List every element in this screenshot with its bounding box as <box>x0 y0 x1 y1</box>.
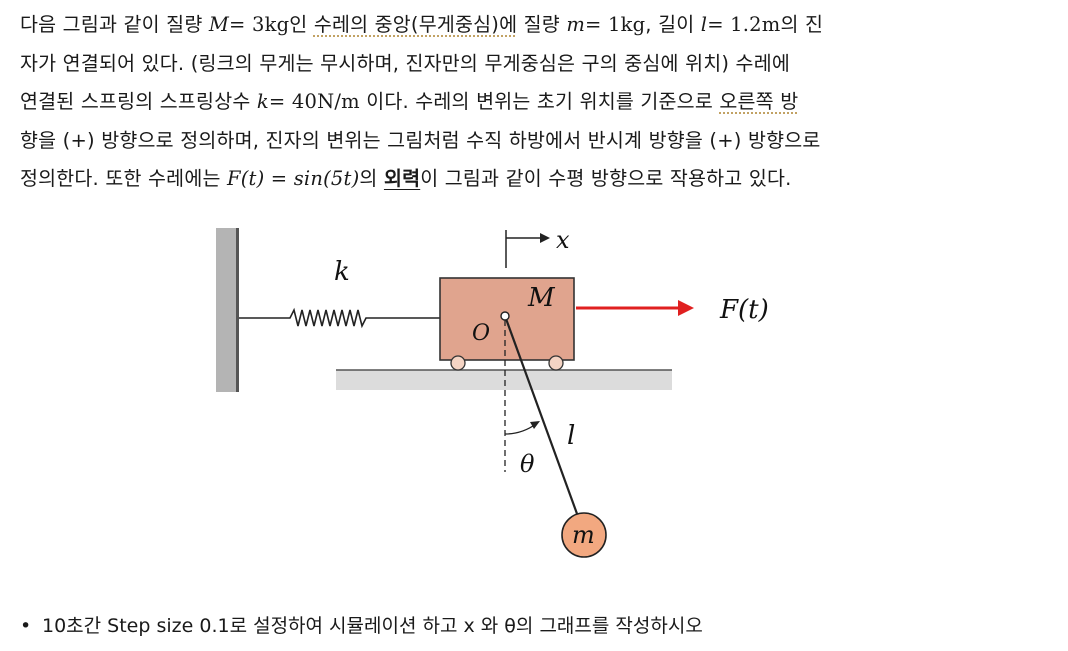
x-arrowhead <box>540 233 550 243</box>
pivot <box>500 311 510 321</box>
label-k: k <box>334 257 350 287</box>
problem-statement: 다음 그림과 같이 질량 M= 3kg인 수레의 중앙(무게중심)에 질량 m=… <box>20 6 1050 199</box>
wall-face <box>236 228 239 392</box>
label-force: F(t) <box>719 295 769 325</box>
label-l: l <box>567 421 575 451</box>
theta-arc-arrowhead <box>530 421 540 429</box>
cart-wheel-right <box>548 355 564 371</box>
cart-pendulum-figure: k M O x F(t) θ l m <box>216 226 769 558</box>
wall <box>216 228 238 392</box>
math-k: k <box>256 90 269 113</box>
math-l: l <box>700 13 708 36</box>
problem-line-5: 정의한다. 또한 수레에는 F(t) = sin(5t)의 외력이 그림과 같이… <box>20 167 792 190</box>
pendulum-bob <box>561 512 607 558</box>
math-M: M <box>208 13 230 36</box>
problem-line-2: 자가 연결되어 있다. (링크의 무게는 무시하며, 진자만의 무게중심은 구의… <box>20 51 790 75</box>
force-arrowhead <box>678 300 694 316</box>
pendulum-rod <box>503 315 582 523</box>
label-theta: θ <box>520 450 535 478</box>
cart-wheel-left <box>450 355 466 371</box>
label-x: x <box>556 226 570 254</box>
task-text: 10초간 Step size 0.1로 설정하여 시뮬레이션 하고 x 와 θ의… <box>42 615 703 637</box>
spring <box>239 307 440 329</box>
problem-line-3: 연결된 스프링의 스프링상수 k= 40N/m 이다. 수레의 변위는 초기 위… <box>20 90 799 113</box>
task-bullet: •10초간 Step size 0.1로 설정하여 시뮬레이션 하고 x 와 θ… <box>20 615 703 637</box>
problem-line-4: 향을 (+) 방향으로 정의하며, 진자의 변위는 그림처럼 수직 하방에서 반… <box>20 128 821 152</box>
math-force: F(t) = sin(5t) <box>227 167 360 190</box>
math-m: m <box>566 13 586 36</box>
label-m: m <box>572 521 595 549</box>
external-force-term: 외력 <box>383 167 421 190</box>
label-M: M <box>527 283 556 313</box>
ground <box>336 370 672 390</box>
problem-line-1: 다음 그림과 같이 질량 M= 3kg인 수레의 중앙(무게중심)에 질량 m=… <box>20 13 824 36</box>
cart-body <box>439 277 575 361</box>
label-O: O <box>472 321 490 346</box>
theta-arc <box>504 423 537 435</box>
